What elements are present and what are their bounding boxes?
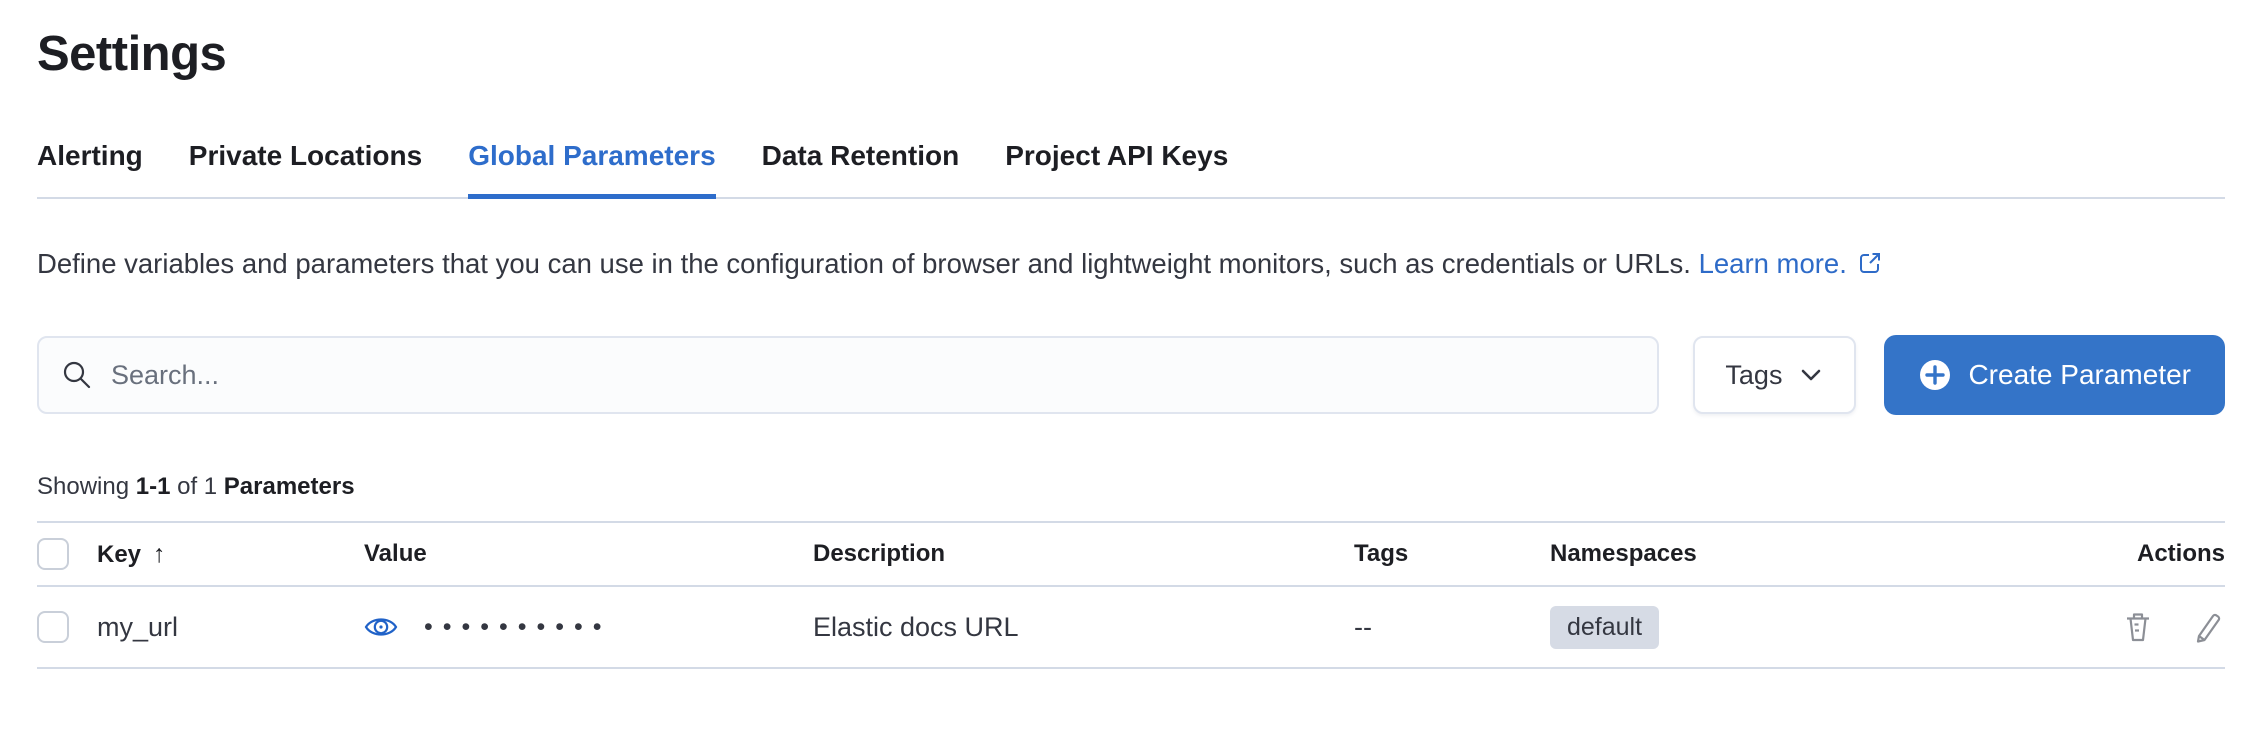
namespace-badge: default xyxy=(1550,605,1660,649)
learn-more-link[interactable]: Learn more. xyxy=(1699,248,1883,279)
search-box[interactable] xyxy=(37,336,1660,415)
table-row: my_url •••••••••• Elastic docs URL -- de… xyxy=(37,587,2225,670)
tab-private-locations[interactable]: Private Locations xyxy=(188,140,423,172)
summary-showing: Showing xyxy=(37,473,130,501)
cell-description: Elastic docs URL xyxy=(813,611,1019,642)
create-parameter-label: Create Parameter xyxy=(1968,359,2191,391)
header-value: Value xyxy=(364,540,813,568)
learn-more-label: Learn more. xyxy=(1698,248,1847,280)
plus-in-circle-icon xyxy=(1918,358,1952,392)
row-checkbox-cell xyxy=(37,611,97,644)
settings-page: Settings Alerting Private Locations Glob… xyxy=(0,26,2262,670)
page-description: Define variables and parameters that you… xyxy=(37,241,2225,289)
header-namespaces-label: Namespaces xyxy=(1550,540,1697,568)
cell-actions xyxy=(1880,610,2225,644)
description-text: Define variables and parameters that you… xyxy=(37,248,1691,280)
tab-alerting[interactable]: Alerting xyxy=(37,140,143,172)
header-value-label: Value xyxy=(364,540,427,568)
cell-namespaces: default xyxy=(1550,605,1880,649)
search-icon xyxy=(63,362,91,389)
header-tags-label: Tags xyxy=(1354,540,1409,568)
eye-icon[interactable] xyxy=(364,610,398,644)
parameters-toolbar: Tags Create Parameter xyxy=(37,335,2225,416)
header-actions: Actions xyxy=(1880,540,2225,568)
header-actions-label: Actions xyxy=(2136,540,2225,568)
settings-tabs: Alerting Private Locations Global Parame… xyxy=(37,140,2225,200)
table-header-row: Key ↑ Value Description Tags Namespaces A… xyxy=(37,521,2225,588)
cell-value: •••••••••• xyxy=(364,610,813,644)
masked-value: •••••••••• xyxy=(424,612,612,641)
parameters-table: Key ↑ Value Description Tags Namespaces A… xyxy=(37,521,2225,670)
header-namespaces: Namespaces xyxy=(1550,540,1880,568)
header-checkbox-cell xyxy=(37,538,97,571)
header-tags: Tags xyxy=(1354,540,1550,568)
summary-entity: Parameters xyxy=(223,473,355,501)
row-checkbox[interactable] xyxy=(37,611,69,644)
cell-key: my_url xyxy=(97,611,179,642)
header-description: Description xyxy=(813,540,1354,568)
summary-of: of 1 xyxy=(177,473,218,501)
tab-project-api-keys[interactable]: Project API Keys xyxy=(1005,140,1229,172)
header-key[interactable]: Key ↑ xyxy=(97,540,364,569)
tags-filter-label: Tags xyxy=(1725,359,1783,390)
summary-range: 1-1 xyxy=(135,473,171,501)
tags-filter-button[interactable]: Tags xyxy=(1693,336,1857,415)
tab-data-retention[interactable]: Data Retention xyxy=(761,140,960,172)
cell-tags: -- xyxy=(1354,611,1372,642)
header-description-label: Description xyxy=(813,540,946,568)
chevron-down-icon xyxy=(1802,370,1821,381)
external-link-icon xyxy=(1857,244,1883,289)
results-summary: Showing 1-1 of 1 Parameters xyxy=(37,473,2225,501)
select-all-checkbox[interactable] xyxy=(37,538,69,571)
sort-ascending-icon: ↑ xyxy=(153,539,166,568)
pencil-icon[interactable] xyxy=(2191,610,2225,644)
page-title: Settings xyxy=(37,27,227,81)
trash-icon[interactable] xyxy=(2121,610,2155,644)
create-parameter-button[interactable]: Create Parameter xyxy=(1884,335,2225,416)
header-key-label: Key xyxy=(97,540,142,568)
search-input[interactable] xyxy=(111,359,1636,391)
tab-global-parameters[interactable]: Global Parameters xyxy=(468,140,716,200)
